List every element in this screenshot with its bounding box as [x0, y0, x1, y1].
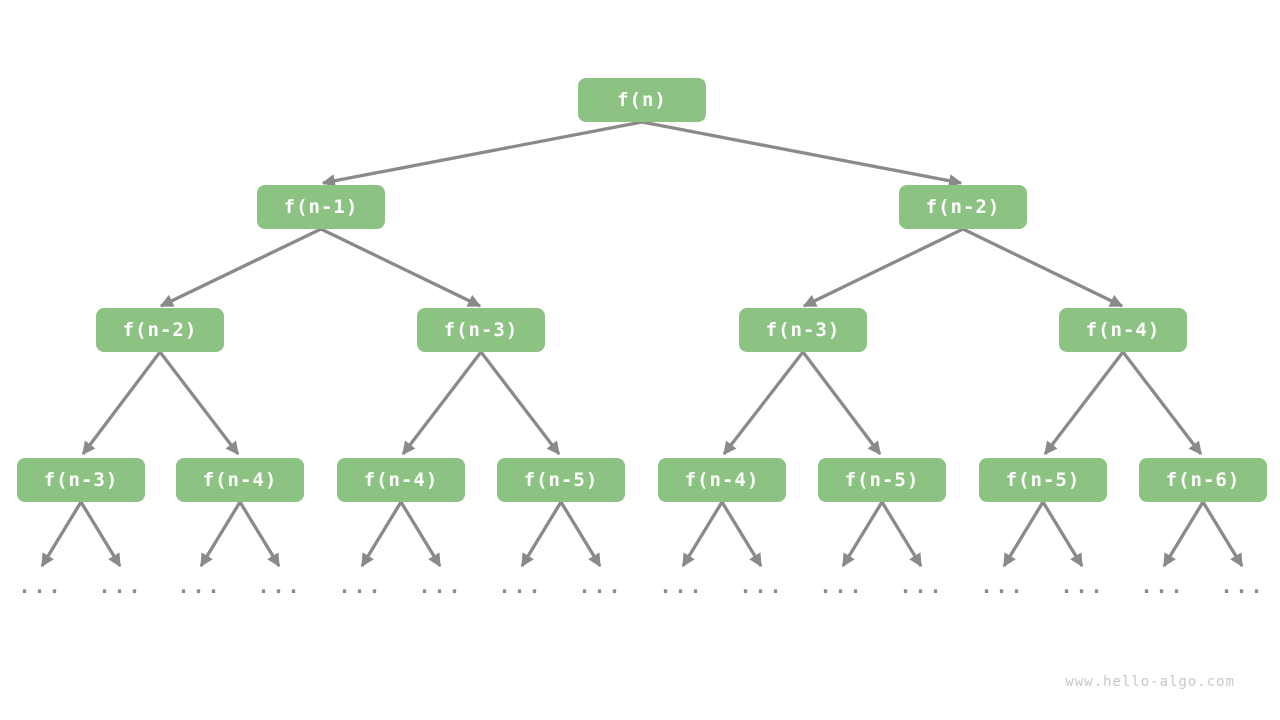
- tree-node-l2-3: f(n-4): [1059, 308, 1187, 352]
- tree-node-l1-0: f(n-1): [257, 185, 385, 229]
- tree-node-l2-0: f(n-2): [96, 308, 224, 352]
- tree-node-l3-3: f(n-5): [497, 458, 625, 502]
- ellipsis-13: ...: [1060, 574, 1106, 598]
- ellipsis-1: ...: [98, 574, 144, 598]
- tree-node-l3-1: f(n-4): [176, 458, 304, 502]
- ellipsis-2: ...: [177, 574, 223, 598]
- tree-node-l3-5: f(n-5): [818, 458, 946, 502]
- ellipsis-3: ...: [257, 574, 303, 598]
- ellipsis-12: ...: [980, 574, 1026, 598]
- tree-node-l3-0: f(n-3): [17, 458, 145, 502]
- tree-node-l2-2: f(n-3): [739, 308, 867, 352]
- tree-node-root: f(n): [578, 78, 706, 122]
- tree-node-l3-2: f(n-4): [337, 458, 465, 502]
- tree-edges: [40, 120, 1244, 568]
- tree-node-l3-7: f(n-6): [1139, 458, 1267, 502]
- tree-node-l3-4: f(n-4): [658, 458, 786, 502]
- ellipsis-10: ...: [819, 574, 865, 598]
- watermark-text: www.hello-algo.com: [1065, 674, 1235, 690]
- ellipsis-5: ...: [418, 574, 464, 598]
- tree-node-l3-6: f(n-5): [979, 458, 1107, 502]
- tree-node-l2-1: f(n-3): [417, 308, 545, 352]
- ellipsis-14: ...: [1140, 574, 1186, 598]
- ellipsis-4: ...: [338, 574, 384, 598]
- ellipsis-8: ...: [659, 574, 705, 598]
- ellipsis-11: ...: [899, 574, 945, 598]
- tree-node-l1-1: f(n-2): [899, 185, 1027, 229]
- ellipsis-9: ...: [739, 574, 785, 598]
- ellipsis-7: ...: [578, 574, 624, 598]
- ellipsis-0: ...: [18, 574, 64, 598]
- ellipsis-6: ...: [498, 574, 544, 598]
- ellipsis-15: ...: [1220, 574, 1266, 598]
